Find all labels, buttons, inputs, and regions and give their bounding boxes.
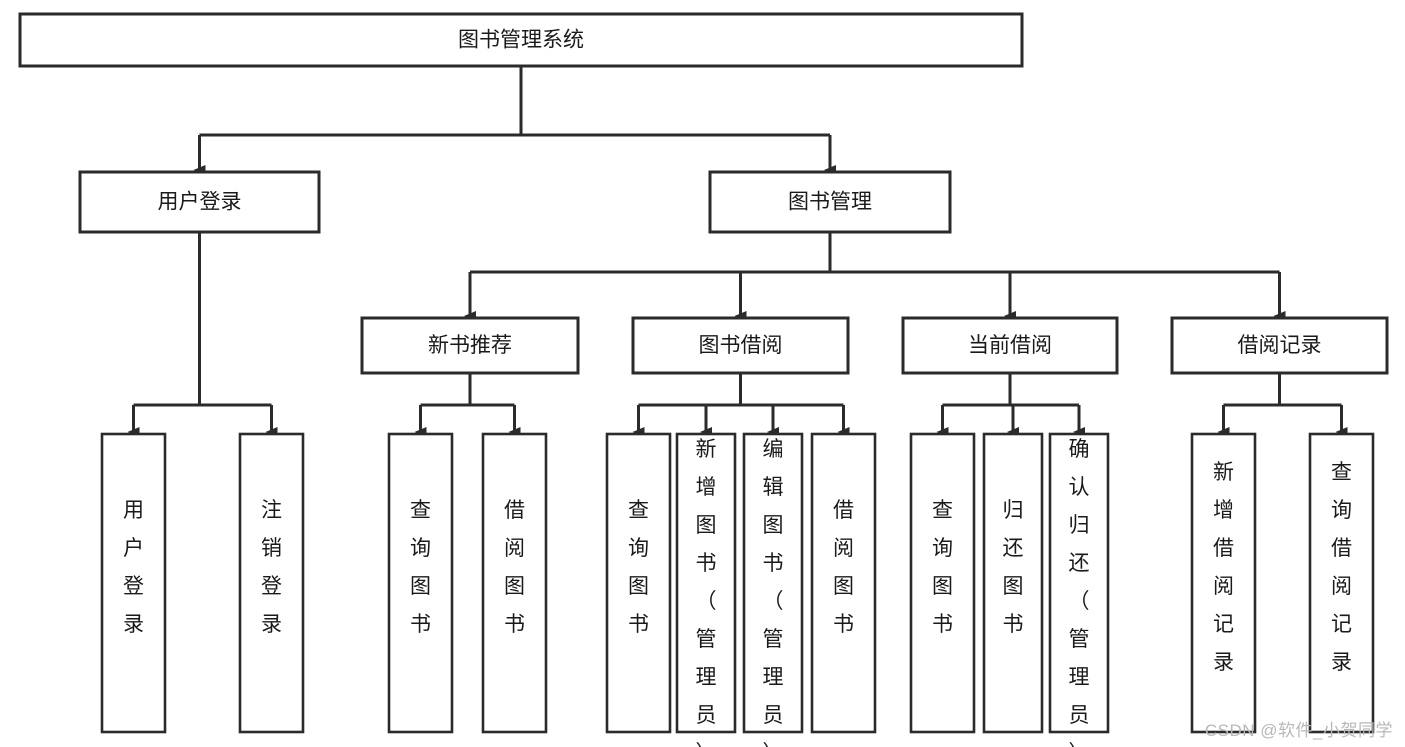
leaf-node-9[interactable]: 归还图书 bbox=[982, 432, 1044, 734]
leaf-node-12-label: 查询借阅记录 bbox=[1331, 461, 1352, 674]
leaf-node-6-box[interactable] bbox=[742, 432, 804, 734]
leaf-node-10[interactable]: 确认归还（管理员） bbox=[1048, 432, 1110, 747]
leaf-node-12-box[interactable] bbox=[1308, 432, 1375, 734]
leaf-node-12[interactable]: 查询借阅记录 bbox=[1308, 432, 1375, 734]
leaf-node-8-box[interactable] bbox=[909, 432, 976, 734]
level2-node-3-label: 借阅记录 bbox=[1238, 334, 1322, 357]
level2-node-0[interactable]: 新书推荐 bbox=[360, 316, 580, 375]
level1-node-1-box[interactable] bbox=[708, 170, 952, 234]
leaf-node-0-box[interactable] bbox=[100, 432, 167, 734]
root-node-book-management-system-label: 图书管理系统 bbox=[458, 29, 584, 52]
leaf-node-3[interactable]: 借阅图书 bbox=[481, 432, 548, 734]
level1-node-0-box[interactable] bbox=[78, 170, 321, 234]
leaf-node-9-label: 归还图书 bbox=[1003, 499, 1024, 636]
leaf-node-7[interactable]: 借阅图书 bbox=[810, 432, 877, 734]
level2-node-1-box[interactable] bbox=[631, 316, 850, 375]
leaf-node-11-box[interactable] bbox=[1190, 432, 1257, 734]
level2-node-2[interactable]: 当前借阅 bbox=[901, 316, 1119, 375]
leaf-node-4[interactable]: 查询图书 bbox=[605, 432, 672, 734]
level1-node-0-label: 用户登录 bbox=[158, 191, 242, 214]
leaf-node-11[interactable]: 新增借阅记录 bbox=[1190, 432, 1257, 734]
leaf-node-7-label: 借阅图书 bbox=[833, 499, 854, 636]
leaf-node-11-label: 新增借阅记录 bbox=[1213, 461, 1234, 674]
level2-node-2-label: 当前借阅 bbox=[968, 334, 1052, 357]
leaf-node-1[interactable]: 注销登录 bbox=[238, 432, 305, 734]
leaf-node-0[interactable]: 用户登录 bbox=[100, 432, 167, 734]
leaf-node-6[interactable]: 编辑图书（管理员） bbox=[742, 432, 804, 747]
leaf-node-3-label: 借阅图书 bbox=[504, 499, 525, 636]
leaf-node-4-label: 查询图书 bbox=[628, 499, 649, 636]
leaf-node-2-box[interactable] bbox=[387, 432, 454, 734]
root-node-book-management-system-box[interactable] bbox=[18, 12, 1024, 68]
level2-node-3-box[interactable] bbox=[1170, 316, 1389, 375]
leaf-node-9-box[interactable] bbox=[982, 432, 1044, 734]
leaf-node-3-box[interactable] bbox=[481, 432, 548, 734]
leaf-node-2-label: 查询图书 bbox=[410, 499, 431, 636]
leaf-node-5[interactable]: 新增图书（管理员） bbox=[675, 432, 737, 747]
leaf-node-6-label: 编辑图书（管理员） bbox=[763, 438, 784, 747]
node-layer: 图书管理系统用户登录图书管理新书推荐图书借阅当前借阅借阅记录用户登录注销登录查询… bbox=[18, 12, 1389, 747]
level1-node-0[interactable]: 用户登录 bbox=[78, 170, 321, 234]
leaf-node-8-label: 查询图书 bbox=[932, 499, 953, 636]
level2-node-2-box[interactable] bbox=[901, 316, 1119, 375]
leaf-node-5-label: 新增图书（管理员） bbox=[696, 438, 717, 747]
level1-node-1[interactable]: 图书管理 bbox=[708, 170, 952, 234]
leaf-node-7-box[interactable] bbox=[810, 432, 877, 734]
level2-node-1[interactable]: 图书借阅 bbox=[631, 316, 850, 375]
leaf-node-10-box[interactable] bbox=[1048, 432, 1110, 734]
leaf-node-1-box[interactable] bbox=[238, 432, 305, 734]
leaf-node-8[interactable]: 查询图书 bbox=[909, 432, 976, 734]
level2-node-0-box[interactable] bbox=[360, 316, 580, 375]
leaf-node-2[interactable]: 查询图书 bbox=[387, 432, 454, 734]
level2-node-1-label: 图书借阅 bbox=[699, 334, 783, 357]
leaf-node-4-box[interactable] bbox=[605, 432, 672, 734]
leaf-node-10-label: 确认归还（管理员） bbox=[1069, 438, 1090, 747]
level1-node-1-label: 图书管理 bbox=[788, 191, 872, 214]
level2-node-0-label: 新书推荐 bbox=[428, 334, 512, 357]
root-node-book-management-system[interactable]: 图书管理系统 bbox=[18, 12, 1024, 68]
level2-node-3[interactable]: 借阅记录 bbox=[1170, 316, 1389, 375]
connector-layer bbox=[127, 66, 1348, 437]
leaf-node-1-label: 注销登录 bbox=[261, 499, 282, 636]
leaf-node-5-box[interactable] bbox=[675, 432, 737, 734]
leaf-node-0-label: 用户登录 bbox=[123, 499, 144, 636]
